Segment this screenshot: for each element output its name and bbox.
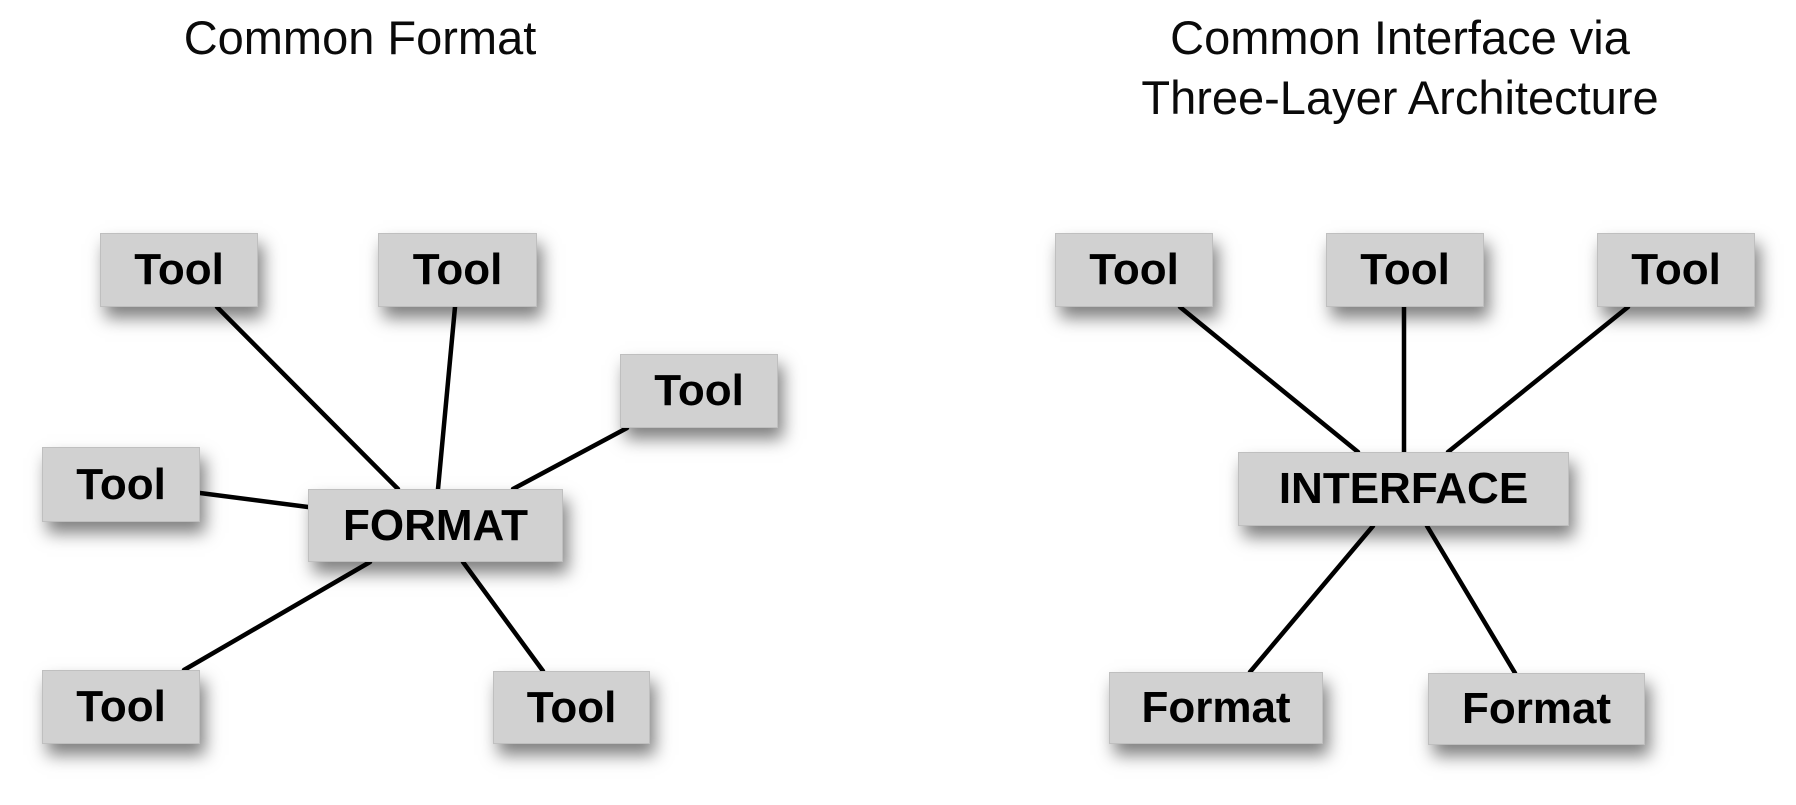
- connector-line: [1424, 523, 1518, 676]
- connector-line: [181, 559, 373, 673]
- connector-line: [435, 304, 458, 492]
- connector-line: [197, 490, 311, 510]
- format-node: Format: [1109, 672, 1323, 744]
- interface-hub-node: INTERFACE: [1238, 452, 1569, 526]
- right-diagram-title: Common Interface via Three-Layer Archite…: [1000, 8, 1796, 128]
- right-diagram-title-line2: Three-Layer Architecture: [1141, 71, 1659, 124]
- tool-node: Tool: [1055, 233, 1213, 307]
- tool-node: Tool: [620, 354, 778, 428]
- tool-node: Tool: [42, 670, 200, 744]
- tool-node: Tool: [378, 233, 537, 307]
- connector-line: [214, 304, 401, 492]
- format-hub-node: FORMAT: [308, 489, 563, 562]
- tool-node: Tool: [493, 671, 650, 744]
- left-diagram-title: Common Format: [183, 11, 537, 64]
- tool-node: Tool: [1597, 233, 1755, 307]
- connector-line: [510, 425, 630, 492]
- tool-node: Tool: [42, 447, 200, 522]
- connector-line: [460, 559, 546, 674]
- connector-line: [1445, 304, 1631, 455]
- tool-node: Tool: [100, 233, 258, 307]
- connector-line: [1177, 304, 1361, 455]
- connector-line: [1247, 523, 1376, 675]
- right-diagram-title-line1: Common Interface via: [1170, 11, 1630, 64]
- tool-node: Tool: [1326, 233, 1484, 307]
- format-node: Format: [1428, 673, 1645, 745]
